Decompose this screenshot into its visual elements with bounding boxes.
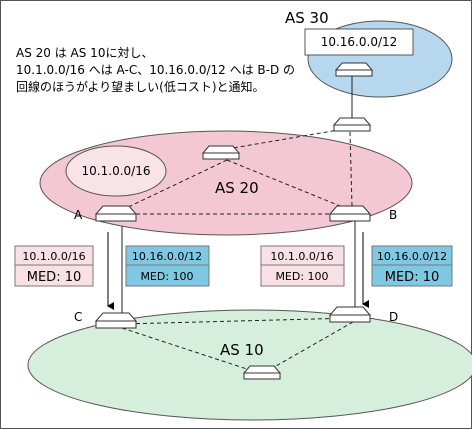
med-ac-primary-network: 10.1.0.0/16 — [22, 250, 85, 263]
as20-label: AS 20 — [215, 179, 259, 197]
as30-network-text: 10.16.0.0/12 — [321, 35, 398, 49]
router-as10-bottom — [242, 365, 282, 380]
as30-network-box — [304, 28, 414, 56]
note-line-2: 10.1.0.0/16 へは A-C、10.16.0.0/12 へは B-D の — [16, 63, 295, 77]
med-bd-primary-network: 10.16.0.0/12 — [377, 250, 447, 263]
med-bd-secondary-value: MED: 100 — [275, 270, 328, 283]
router-a-label: A — [74, 208, 83, 222]
router-d — [328, 306, 372, 323]
router-a — [94, 205, 138, 222]
med-box-bd-primary — [371, 245, 453, 287]
med-bd-secondary-network: 10.1.0.0/16 — [270, 250, 333, 263]
router-b-label: B — [389, 208, 397, 222]
med-box-ac-primary — [14, 245, 94, 287]
router-as30 — [334, 62, 374, 77]
as10-label: AS 10 — [220, 341, 264, 359]
as10-internal-links — [121, 317, 354, 375]
router-b — [328, 205, 372, 222]
note-line-3: 回線のほうがより望ましい(低コスト)と通知。 — [16, 79, 265, 94]
med-ac-primary-value: MED: 10 — [27, 270, 82, 285]
as20-network-bubble — [65, 145, 167, 197]
med-ac-secondary-network: 10.16.0.0/12 — [132, 250, 202, 263]
note-line-1: AS 20 は AS 10に対し、 — [16, 46, 153, 60]
as20-network-text: 10.1.0.0/16 — [82, 164, 151, 178]
med-bd-primary-value: MED: 10 — [385, 270, 440, 285]
as10-area — [27, 309, 472, 421]
router-d-label: D — [389, 310, 398, 324]
med-ac-secondary-value: MED: 100 — [140, 270, 193, 283]
router-c-label: C — [74, 310, 82, 324]
as30-label: AS 30 — [285, 9, 329, 27]
router-c — [94, 312, 138, 329]
router-as20-center — [201, 145, 241, 160]
med-box-ac-secondary — [125, 245, 210, 287]
as20-internal-links — [121, 127, 353, 215]
med-box-bd-secondary — [260, 245, 345, 287]
router-as20-border-top — [332, 117, 372, 132]
